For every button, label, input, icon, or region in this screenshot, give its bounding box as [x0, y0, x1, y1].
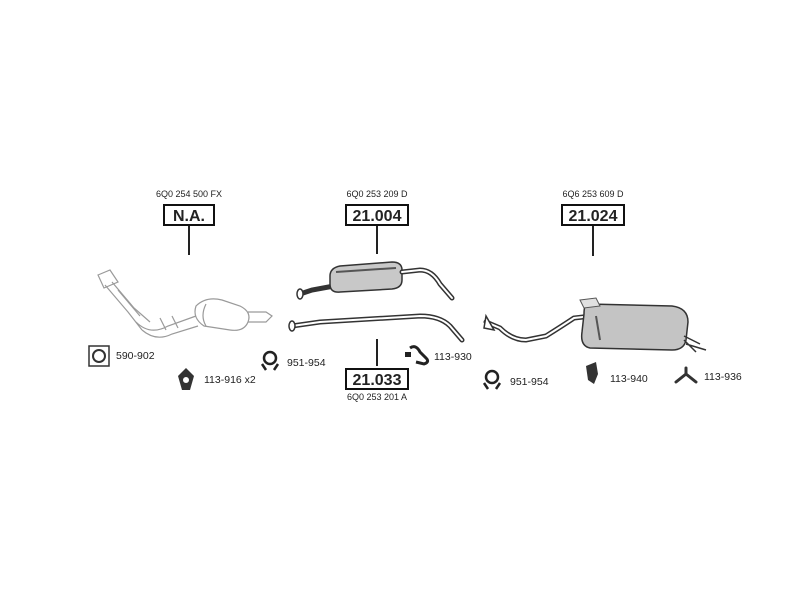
tri-hanger-icon — [674, 366, 698, 384]
part-box-na: N.A. — [163, 204, 215, 226]
oe-number-21033: 6Q0 253 201 A — [346, 392, 408, 402]
part-label-113-936: 113-936 — [704, 371, 742, 383]
part-label-590-902: 590-902 — [116, 350, 155, 362]
part-label-113-916: 113-916 x2 — [204, 374, 256, 386]
intermediate-pipe-drawing — [288, 313, 465, 343]
mount-icon — [586, 362, 598, 384]
gasket-icon — [88, 345, 110, 367]
middle-silencer-drawing — [296, 261, 455, 301]
rear-silencer-drawing — [483, 297, 707, 353]
part-label-113-940: 113-940 — [610, 373, 648, 385]
oe-number-21024: 6Q6 253 609 D — [562, 189, 624, 199]
clamp-icon — [260, 350, 280, 371]
clamp-icon-2 — [482, 369, 502, 390]
part-label-951-954-b: 951-954 — [510, 376, 549, 388]
catalytic-converter-drawing — [97, 269, 273, 338]
part-label-951-954-a: 951-954 — [287, 357, 326, 369]
rubber-mount-icon — [178, 368, 194, 390]
part-box-21004: 21.004 — [345, 204, 409, 226]
part-label-113-930: 113-930 — [434, 351, 472, 363]
hanger-icon — [405, 345, 430, 366]
oe-number-21004: 6Q0 253 209 D — [346, 189, 408, 199]
oe-number-na: 6Q0 254 500 FX — [155, 189, 223, 199]
part-box-21033: 21.033 — [345, 368, 409, 390]
part-box-21024: 21.024 — [561, 204, 625, 226]
